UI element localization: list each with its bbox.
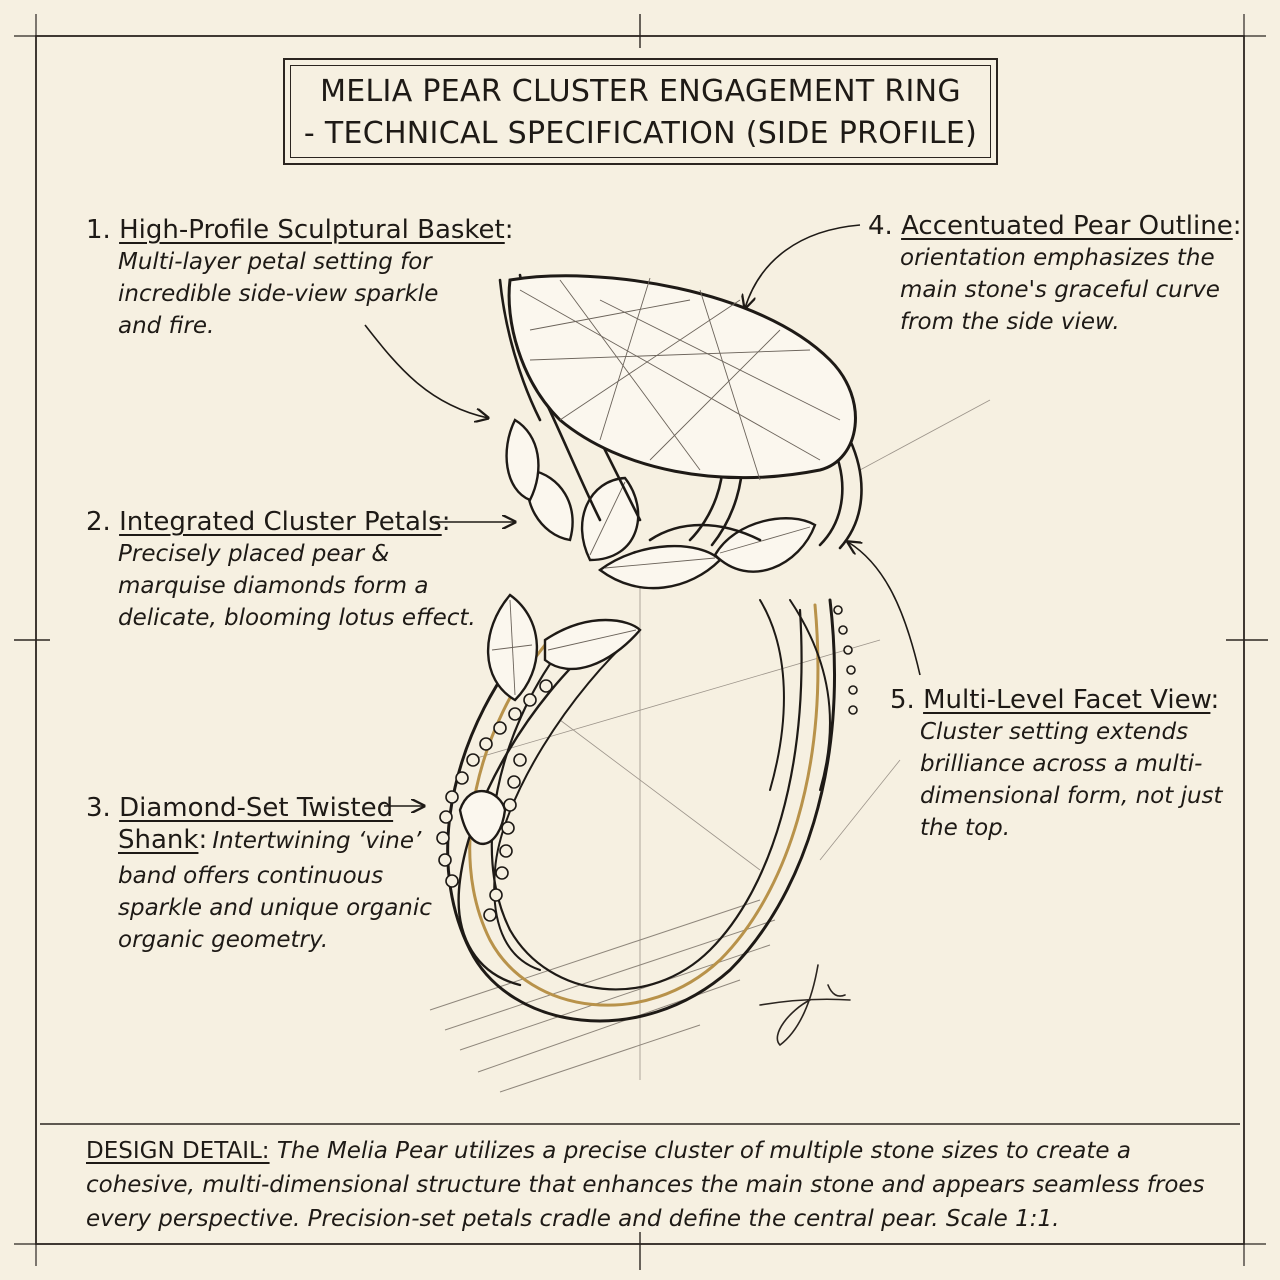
title-line-2: - TECHNICAL SPECIFICATION (SIDE PROFILE) <box>303 116 978 151</box>
callout-4-heading: Accentuated Pear Outline <box>901 211 1233 241</box>
leader-arrows <box>364 224 921 806</box>
callout-3-heading-cont: Shank <box>118 825 199 855</box>
callout-4-line: main stone's graceful curve <box>900 277 1220 303</box>
ground-shading <box>429 899 776 1093</box>
callout-3-line: organic geometry. <box>118 927 329 953</box>
callout-1-line: and fire. <box>118 313 215 339</box>
callout-1-number: 1. <box>86 215 111 245</box>
callout-2-line: Precisely placed pear & <box>118 541 390 567</box>
callout-3-line: band offers continuous <box>118 863 384 889</box>
callout-3-number: 3. <box>86 793 111 823</box>
callout-1-heading: High-Profile Sculptural Basket <box>119 215 505 245</box>
construction-lines <box>469 399 991 1080</box>
signature <box>759 964 851 1047</box>
design-detail-label: DESIGN DETAIL: <box>86 1138 270 1164</box>
pave-diamonds <box>436 605 858 922</box>
callout-1: 1. High-Profile Sculptural Basket: Multi… <box>86 214 514 342</box>
callout-2-heading: Integrated Cluster Petals <box>119 507 442 537</box>
callout-4: 4. Accentuated Pear Outline: orientation… <box>868 210 1242 338</box>
petal-facets <box>491 481 811 696</box>
design-detail-text: The Melia Pear utilizes a precise cluste… <box>86 1138 1205 1232</box>
callout-3: 3. Diamond-Set Twisted Shank: Intertwini… <box>86 792 432 956</box>
callout-1-line: Multi-layer petal setting for <box>118 249 432 275</box>
callout-2-number: 2. <box>86 507 111 537</box>
callout-4-line: from the side view. <box>900 309 1120 335</box>
design-detail: DESIGN DETAIL: The Melia Pear utilizes a… <box>86 1134 1216 1236</box>
callout-4-line: orientation emphasizes the <box>900 245 1215 271</box>
callout-3-inline: Intertwining ‘vine’ <box>212 828 422 854</box>
callout-5-heading: Multi-Level Facet View <box>923 685 1211 715</box>
callout-4-number: 4. <box>868 211 893 241</box>
callout-2-line: delicate, blooming lotus effect. <box>118 605 476 631</box>
callout-5: 5. Multi-Level Facet View: Cluster setti… <box>890 684 1223 844</box>
callout-5-line: Cluster setting extends <box>920 719 1189 745</box>
callout-5-line: the top. <box>920 815 1011 841</box>
callout-5-line: brilliance across a multi- <box>920 751 1203 777</box>
callout-3-heading: Diamond-Set Twisted <box>119 793 394 823</box>
main-pear-stone <box>507 274 857 481</box>
callout-5-number: 5. <box>890 685 915 715</box>
title-block: MELIA PEAR CLUSTER ENGAGEMENT RING - TEC… <box>283 58 998 165</box>
callout-3-line: sparkle and unique organic <box>118 895 432 921</box>
callout-5-line: dimensional form, not just <box>920 783 1223 809</box>
callout-1-line: incredible side-view sparkle <box>118 281 439 307</box>
title-line-1: MELIA PEAR CLUSTER ENGAGEMENT RING <box>320 74 961 109</box>
callout-2-line: marquise diamonds form a <box>118 573 429 599</box>
callout-2: 2. Integrated Cluster Petals: Precisely … <box>86 506 476 634</box>
drawing-frame <box>14 14 1268 1270</box>
